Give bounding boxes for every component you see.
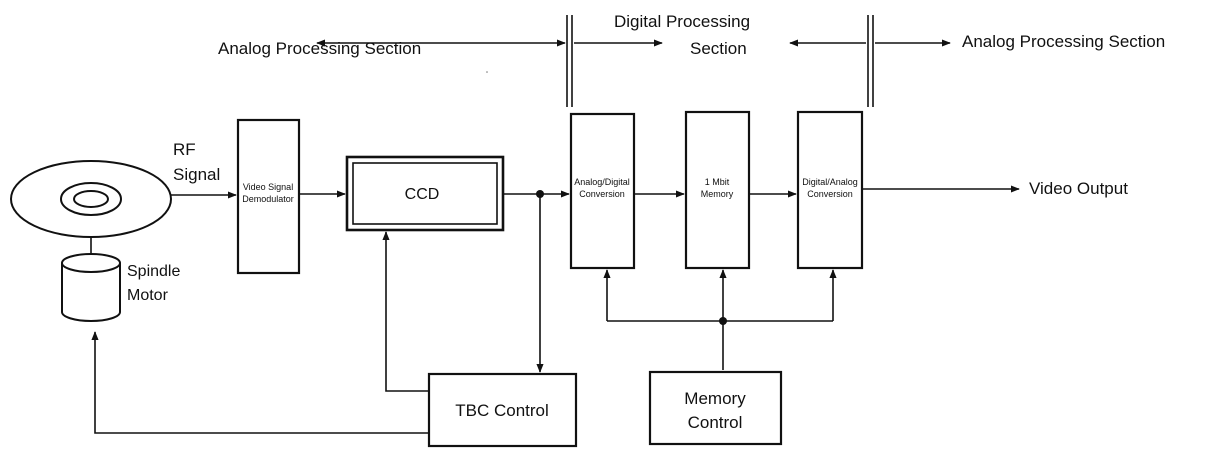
video-signal-demodulator-block	[236, 118, 301, 275]
tbc-to-ccd-arrow	[382, 231, 429, 392]
section-boundary-left	[566, 15, 573, 107]
memory-control-label-line2: Control	[688, 413, 743, 432]
optical-disc	[10, 160, 172, 238]
demodulator-label-line1: Video Signal	[243, 182, 293, 192]
memory-label-line2: Memory	[701, 189, 734, 199]
spindle-motor-label-line2: Motor	[127, 287, 169, 304]
scan-speck	[486, 71, 488, 73]
demodulator-label-line2: Demodulator	[242, 194, 294, 204]
video-output-label: Video Output	[1029, 179, 1128, 198]
memory-label-line1: 1 Mbit	[705, 177, 730, 187]
tbc-to-spindle-arrow	[91, 331, 429, 434]
tbc-control-label: TBC Control	[455, 401, 549, 420]
digital-section-label-line2: Section	[690, 39, 747, 58]
spindle-motor-icon	[61, 253, 121, 322]
memory-control-block	[648, 370, 783, 446]
adc-label-line1: Analog/Digital	[574, 177, 630, 187]
dac-block	[796, 110, 864, 270]
adc-block	[569, 112, 636, 270]
memory-block	[684, 110, 751, 270]
memory-control-label-line1: Memory	[684, 389, 746, 408]
ccd-block	[345, 155, 505, 232]
analog-section-right-label: Analog Processing Section	[962, 32, 1165, 51]
analog-section-left-label: Analog Processing Section	[218, 39, 421, 58]
section-boundary-right	[867, 15, 874, 107]
rf-signal-label-line1: RF	[173, 140, 196, 159]
tbc-control-block	[427, 372, 578, 448]
spindle-motor-label-line1: Spindle	[127, 263, 180, 280]
adc-label-line2: Conversion	[579, 189, 625, 199]
dac-label-line2: Conversion	[807, 189, 853, 199]
rf-signal-label-line2: Signal	[173, 165, 220, 184]
digital-section-label-line1: Digital Processing	[614, 12, 750, 31]
ccd-label: CCD	[405, 186, 440, 203]
dac-label-line1: Digital/Analog	[802, 177, 858, 187]
